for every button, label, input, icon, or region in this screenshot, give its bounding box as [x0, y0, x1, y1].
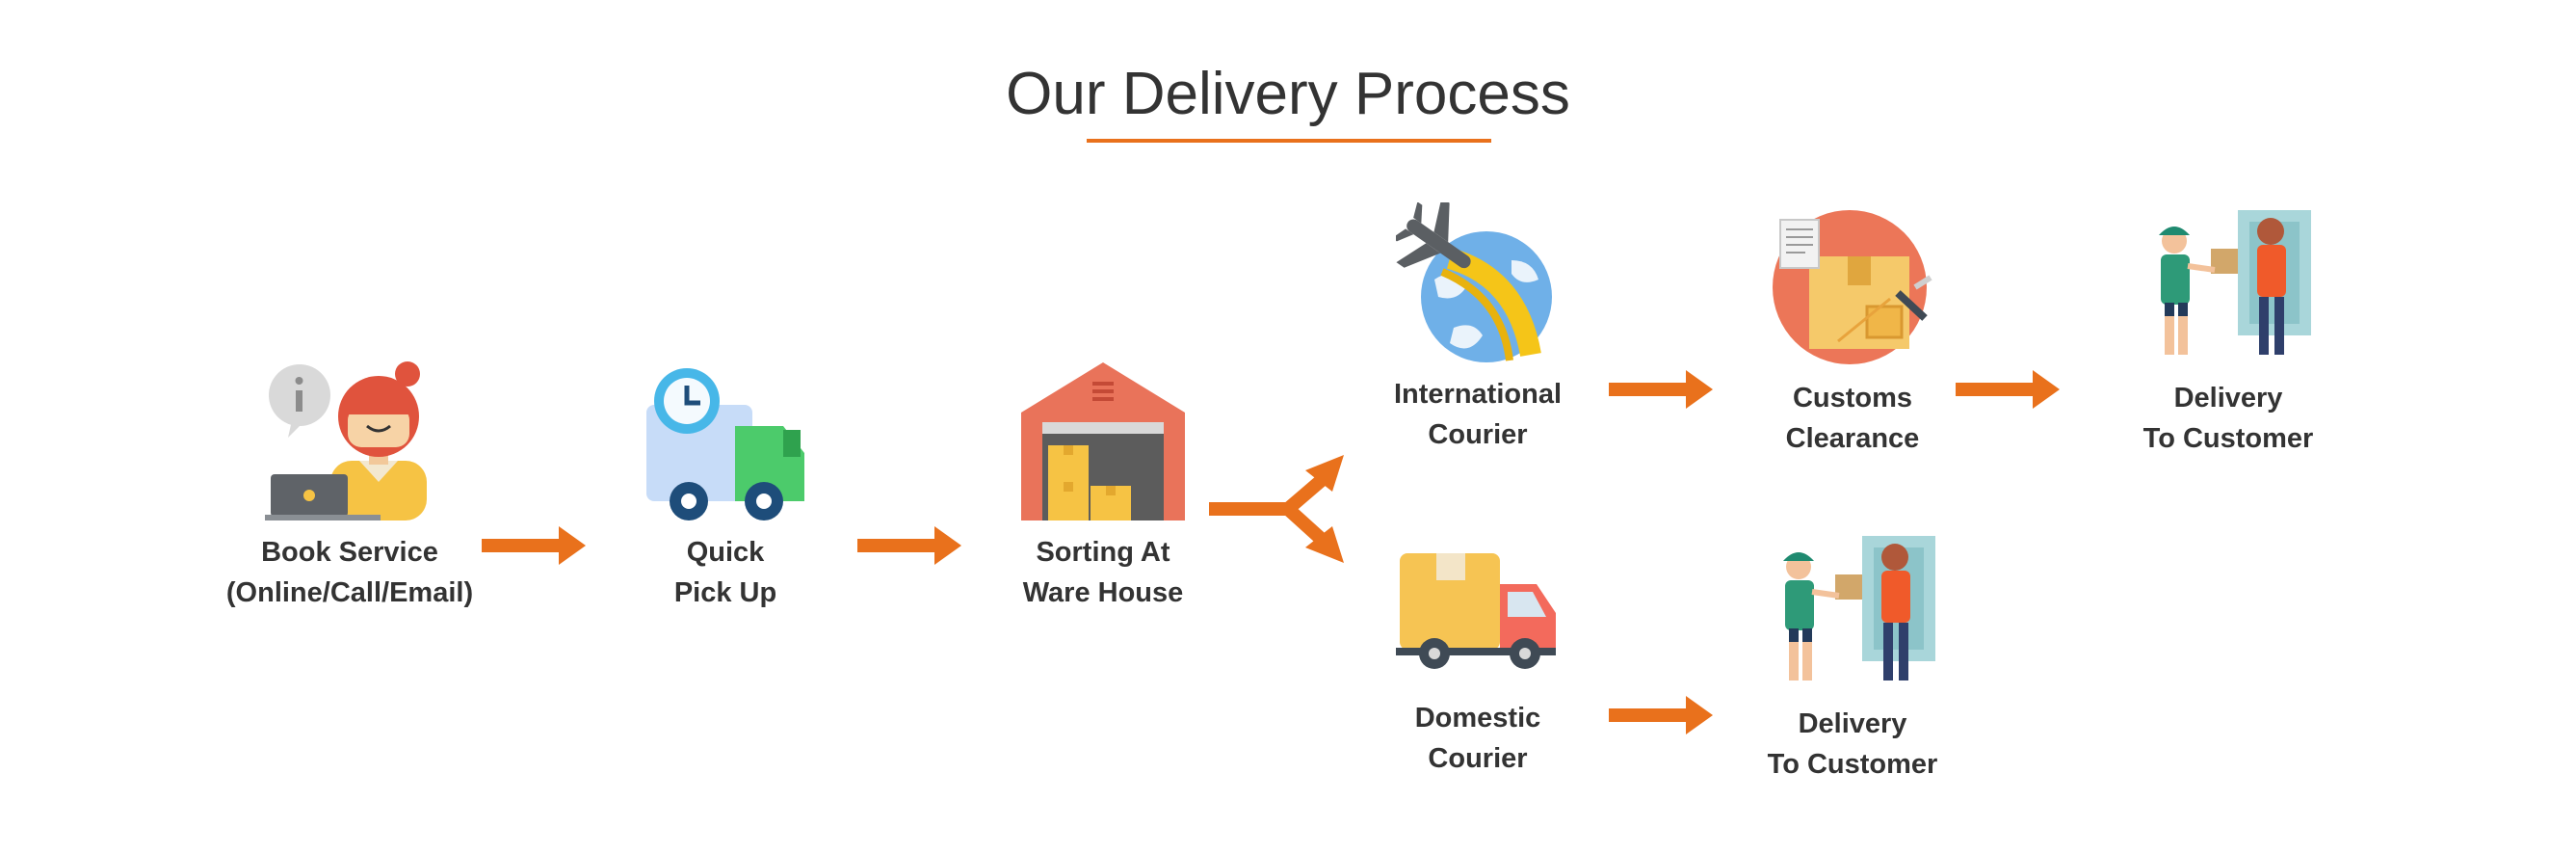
warehouse-icon [1021, 362, 1185, 520]
arrow-right-icon [1609, 370, 1713, 409]
step-label-line2: Courier [1428, 743, 1528, 774]
step-label-line1: Quick [686, 537, 765, 568]
step-label-line2: Clearance [1785, 423, 1920, 454]
step-label-line2: Ware House [1022, 577, 1184, 608]
step-book-service: Book Service (Online/Call/Email) [196, 357, 504, 613]
customer-support-laptop-icon [265, 361, 427, 520]
step-quick-pickup: Quick Pick Up [571, 366, 880, 613]
step-label-line2: (Online/Call/Email) [225, 577, 474, 608]
step-label-line1: Domestic [1414, 703, 1541, 734]
cargo-truck-icon [1396, 553, 1556, 669]
step-customs-clearance: Customs Clearance [1698, 206, 2007, 459]
courier-handover-icon [1783, 536, 1935, 681]
step-label-line1: Delivery [1798, 708, 1907, 739]
delivery-truck-clock-icon [646, 368, 804, 520]
arrow-right-icon [1609, 696, 1713, 734]
step-label-line2: Courier [1428, 419, 1528, 450]
title-underline [1087, 139, 1491, 143]
arrow-right-icon [857, 526, 961, 565]
step-sorting-warehouse: Sorting At Ware House [949, 362, 1257, 613]
arrow-right-icon [1956, 370, 2060, 409]
arrow-right-icon [482, 526, 586, 565]
step-label-line2: Pick Up [673, 577, 777, 608]
split-arrow-icon [1209, 455, 1344, 563]
step-delivery-to-customer-intl: Delivery To Customer [2074, 206, 2382, 459]
globe-airplane-icon [1396, 202, 1552, 362]
step-label-line2: To Customer [1767, 749, 1938, 780]
step-international-courier: International Courier [1324, 202, 1632, 455]
step-label-line1: International [1393, 379, 1562, 410]
step-label-line1: Delivery [2173, 383, 2283, 414]
page-title: Our Delivery Process [1006, 61, 1570, 127]
customs-package-icon [1773, 210, 1932, 364]
step-label-line1: Book Service [261, 537, 438, 568]
courier-handover-icon [2159, 210, 2311, 355]
step-label-line1: Sorting At [1036, 537, 1170, 568]
step-domestic-courier: Domestic Courier [1324, 549, 1632, 779]
step-label-line1: Customs [1792, 383, 1913, 414]
step-delivery-to-customer-domestic: Delivery To Customer [1698, 532, 2007, 785]
step-label-line2: To Customer [2142, 423, 2314, 454]
